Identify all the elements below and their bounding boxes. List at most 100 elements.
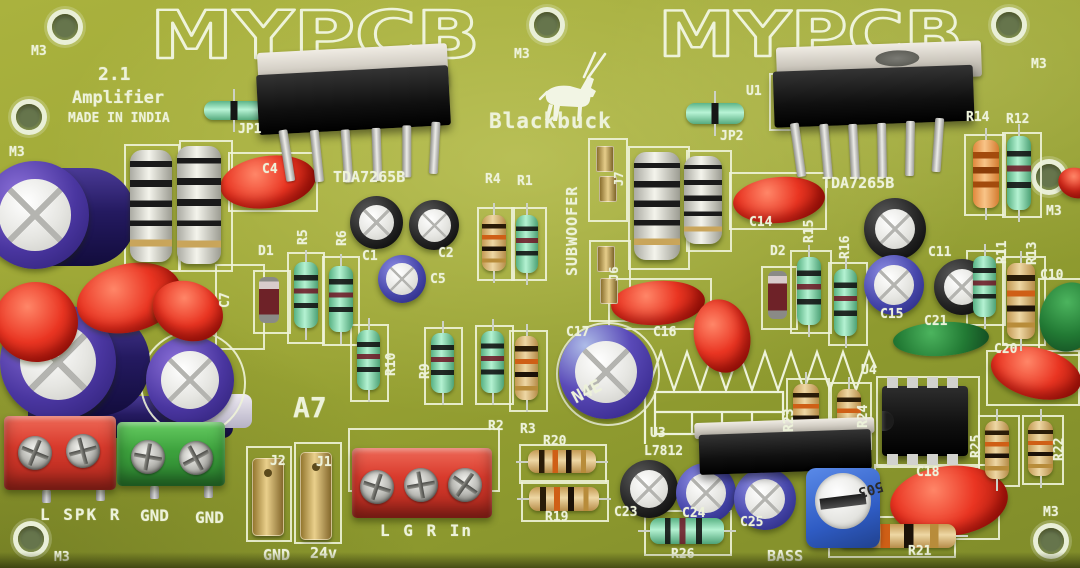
- terminal-pin: [96, 488, 105, 501]
- power-resistor: [684, 156, 722, 244]
- diode-d1: [259, 277, 279, 323]
- refdes-r12: R12: [1006, 112, 1030, 127]
- capacitor-c15: [864, 255, 924, 315]
- part-l7812: L7812: [644, 444, 684, 459]
- faston-terminal-j2: [252, 458, 284, 536]
- resistor-r11: [973, 244, 996, 329]
- header-pin-j6: [600, 278, 618, 304]
- refdes-r20: R20: [543, 434, 567, 449]
- silk-box: [511, 207, 547, 281]
- faston-terminal-j1: [300, 452, 332, 540]
- capacitor-c23: [620, 460, 678, 518]
- resistor-r20: [516, 450, 608, 473]
- power-resistor: [634, 152, 680, 260]
- mount-hole: [18, 526, 44, 552]
- silk-box: [729, 172, 827, 230]
- silk-circle: [556, 322, 660, 426]
- refdes-c25: C25: [740, 515, 764, 530]
- refdes-c15: C15: [880, 307, 904, 322]
- resistor-r14: [973, 128, 999, 220]
- refdes-r25: R25: [969, 434, 984, 458]
- tda7265b-ic-left: [249, 39, 461, 183]
- refdes-r14: R14: [966, 110, 990, 125]
- board-type: Amplifier: [72, 88, 165, 108]
- capacitor-c1: [350, 196, 403, 249]
- resistor-r10: [357, 318, 380, 402]
- mount-hole: [996, 12, 1022, 38]
- resistor-r13: [1007, 251, 1035, 351]
- capacitor-c5: [378, 255, 426, 303]
- refdes-c10: C10: [1040, 268, 1064, 283]
- silk-box: [1002, 132, 1042, 218]
- resistor-r15: [797, 245, 821, 337]
- resistor-r5: [294, 250, 318, 340]
- refdes-r6: R6: [335, 230, 350, 246]
- mount-hole-label: M3: [514, 47, 530, 62]
- board-origin: MADE IN INDIA: [68, 111, 170, 126]
- refdes-c24: C24: [682, 506, 706, 521]
- refdes-j1: J1: [316, 455, 332, 470]
- silk-box: [509, 330, 548, 412]
- refdes-r16: R16: [838, 235, 853, 259]
- silk-box: [828, 262, 868, 346]
- logo-text: Blackbuck: [489, 109, 612, 133]
- board-edge-shadow: [0, 552, 1080, 568]
- silk-box: [521, 480, 609, 522]
- tda7265b-ic-right: [770, 36, 989, 180]
- jumper-jp1: [204, 89, 264, 132]
- mount-hole-label: M3: [1046, 204, 1062, 219]
- refdes-r10: R10: [384, 352, 399, 376]
- refdes-r4: R4: [485, 172, 501, 187]
- terminal-pin: [42, 490, 51, 503]
- refdes-c18: C18: [916, 465, 940, 480]
- header-pin-j7: [596, 146, 614, 172]
- resistor-r1: [516, 203, 538, 285]
- silk-box: [424, 327, 463, 405]
- silk-box-j1: [294, 442, 342, 544]
- section-subwoofer: SUBWOOFER: [563, 185, 581, 276]
- capacitor-c2: [409, 200, 459, 250]
- refdes-d1: D1: [258, 244, 274, 259]
- refdes-c21: C21: [924, 314, 948, 329]
- refdes-r1: R1: [517, 174, 533, 189]
- resistor-r26: [638, 518, 736, 544]
- refdes-r5: R5: [296, 229, 311, 245]
- mount-hole: [52, 14, 78, 40]
- refdes-r23: R23: [782, 408, 797, 432]
- resistor-r2: [481, 319, 504, 405]
- refdes-d2: D2: [770, 244, 786, 259]
- terminal-pin: [150, 486, 159, 499]
- silk-box: [477, 207, 515, 281]
- refdes-c11: C11: [928, 245, 952, 260]
- refdes-c7: C7: [218, 292, 233, 308]
- refdes-j6: J6: [607, 266, 621, 281]
- refdes-jp1: JP1: [238, 122, 262, 137]
- resistor-r6: [329, 254, 353, 344]
- blackbuck-antelope-icon: [538, 51, 607, 121]
- header-pin-j6: [597, 246, 615, 272]
- resistor-r19: [517, 487, 611, 511]
- refdes-j2: J2: [270, 454, 286, 469]
- capacitor-c17: [559, 325, 653, 419]
- silk-box-j7: [588, 138, 628, 222]
- jumper-jp2: [686, 91, 744, 136]
- refdes-r19: R19: [545, 510, 569, 525]
- refdes-u4: U4: [861, 363, 877, 378]
- electrolytic-capacitor: [864, 198, 926, 260]
- resistor-r3: [515, 324, 538, 412]
- silk-box-j6: [589, 240, 631, 322]
- refdes-c14: C14: [749, 215, 773, 230]
- refdes-r24: R24: [856, 404, 871, 428]
- refdes-c17: C17: [566, 325, 590, 340]
- resistor-r12: [1007, 124, 1031, 222]
- refdes-r13: R13: [1025, 241, 1040, 265]
- refdes-r3: R3: [520, 422, 536, 437]
- ic-label-tda-right: TDA7265B: [822, 174, 895, 192]
- refdes-c1: C1: [362, 249, 378, 264]
- terminal-pin: [204, 485, 213, 498]
- refdes-c20: C20: [994, 342, 1018, 357]
- refdes-r2: R2: [488, 419, 504, 434]
- diode-d2: [768, 271, 787, 319]
- mount-hole: [534, 12, 560, 38]
